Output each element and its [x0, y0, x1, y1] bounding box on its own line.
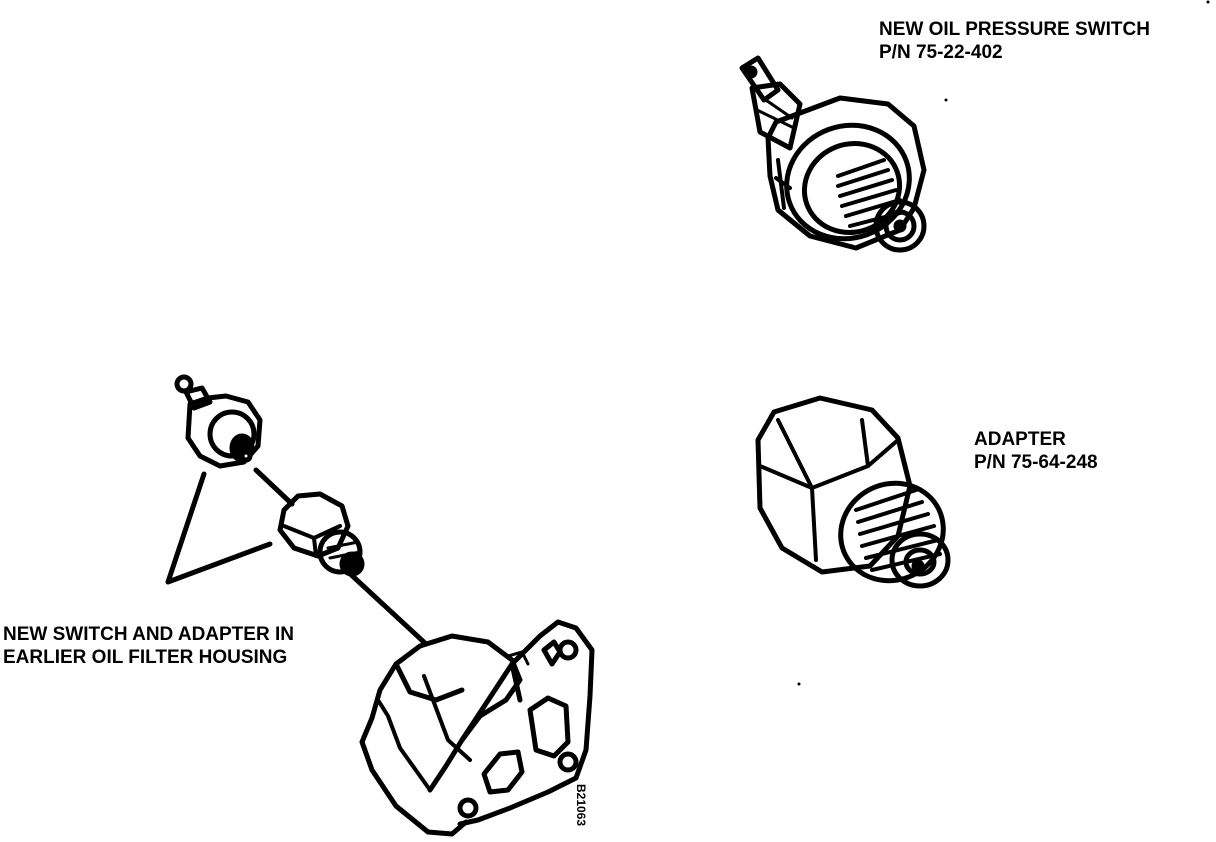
- print-speck: [1206, 0, 1210, 4]
- adapter-label: ADAPTER P/N 75-64-248: [974, 428, 1098, 474]
- oil-pressure-switch-label: NEW OIL PRESSURE SWITCH P/N 75-22-402: [879, 18, 1150, 64]
- oil-pressure-switch-illustration: [739, 55, 927, 253]
- adapter-part-number: P/N 75-64-248: [974, 452, 1098, 473]
- oil-pressure-switch-title: NEW OIL PRESSURE SWITCH: [879, 19, 1150, 40]
- adapter-title: ADAPTER: [974, 429, 1066, 450]
- print-speck: [944, 98, 948, 102]
- small-switch-illustration: [174, 374, 263, 469]
- assembly-axis-line: [253, 467, 429, 647]
- leader-lines: [165, 471, 273, 585]
- oil-filter-housing-illustration: [359, 619, 595, 837]
- installation-label-line-2: EARLIER OIL FILTER HOUSING: [3, 647, 288, 668]
- small-adapter-illustration: [277, 491, 365, 577]
- oil-pressure-switch-part-number: P/N 75-22-402: [879, 42, 1003, 63]
- figure-reference-code: B21063: [574, 783, 589, 827]
- print-speck: [797, 682, 801, 686]
- installation-label-line-1: NEW SWITCH AND ADAPTER IN: [3, 624, 294, 645]
- installation-label: NEW SWITCH AND ADAPTER IN EARLIER OIL FI…: [3, 623, 294, 669]
- adapter-illustration: [755, 395, 951, 589]
